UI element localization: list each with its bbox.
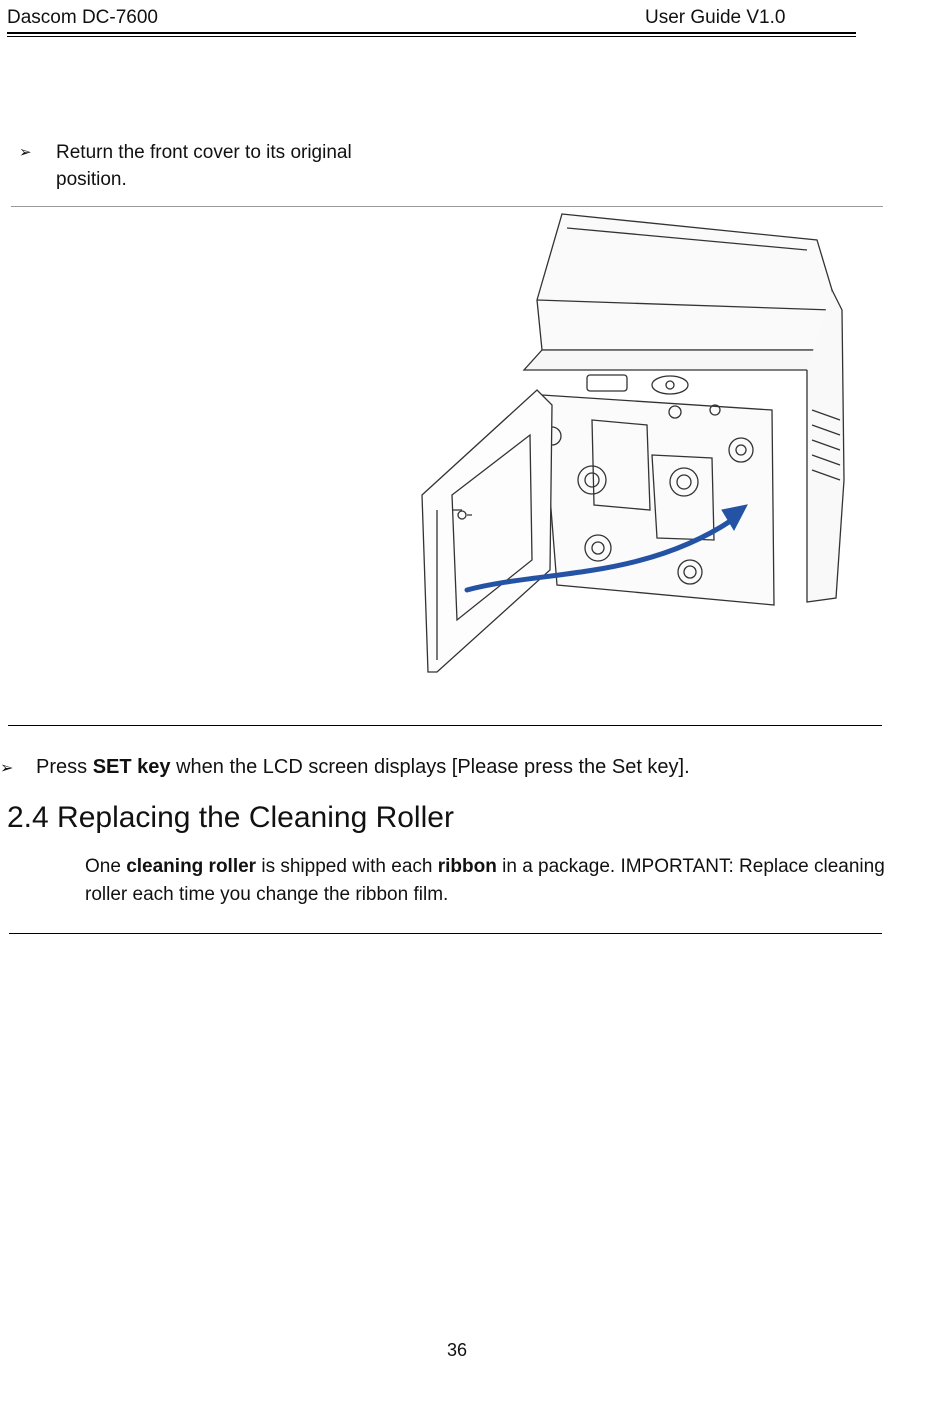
cleaning-roller-term: cleaning roller [126,856,257,877]
divider [9,933,882,934]
page-number: 36 [447,1340,468,1360]
divider [8,725,882,726]
para-text: One [85,856,127,877]
bullet-arrow-icon: ➢ [19,144,32,161]
divider [11,206,883,207]
step-text: Return the front cover to its original p… [56,142,352,190]
section-heading: 2.4 Replacing the Cleaning Roller [7,801,454,834]
para-text: in a package. IMPORTANT: Replace cleanin… [85,856,885,905]
para-text: is shipped with each [256,856,438,877]
header-rule-thin [7,36,856,37]
header-title: Dascom DC-7600 [7,7,158,28]
step-text: Press SET key when the LCD screen displa… [36,756,690,779]
section-paragraph: One cleaning roller is shipped with each… [85,853,915,909]
step-text-pre: Press [36,756,93,778]
bullet-arrow-icon: ➢ [0,760,14,777]
header-guide-version: User Guide V1.0 [645,7,786,28]
printer-front-cover-illustration [421,213,845,673]
step-text-post: when the LCD screen displays [Please pre… [170,756,690,778]
set-key-label: SET key [92,756,171,778]
ribbon-term: ribbon [437,856,497,877]
header-rule [7,32,856,34]
